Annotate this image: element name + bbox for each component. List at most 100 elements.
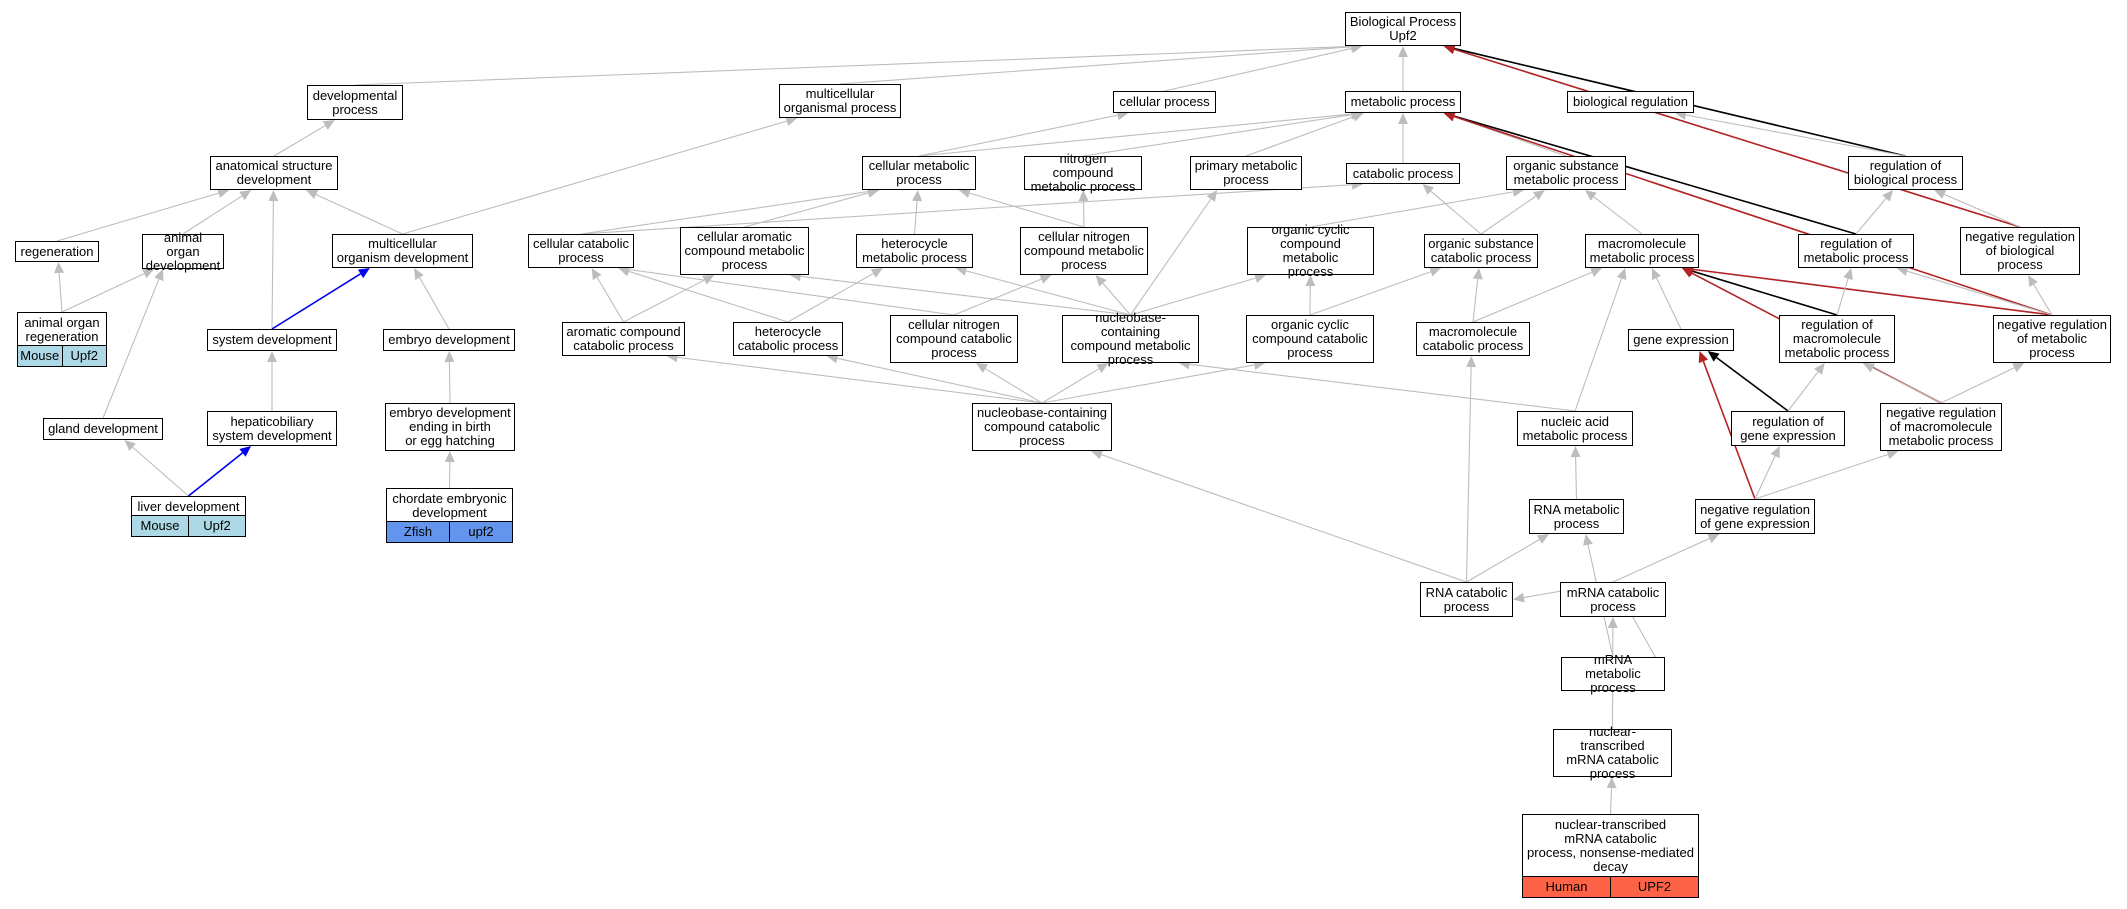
edge-aor-to-aod (61, 273, 145, 313)
edge-cnccp-to-ccp (628, 268, 955, 316)
go-term-node-hmp[interactable]: heterocycle metabolic process (856, 234, 973, 268)
edge-arrowhead-cacmp-to-cmp (867, 188, 880, 198)
go-term-node-hsd[interactable]: hepaticobiliary system development (207, 411, 337, 446)
go-term-node-oscp[interactable]: organic substance catabolic process (1424, 234, 1538, 268)
go-term-node-nrge[interactable]: negative regulation of gene expression (1695, 499, 1815, 534)
edge-hcp-to-ccp (628, 270, 789, 323)
go-term-node-pmp[interactable]: primary metabolic process (1190, 156, 1302, 190)
edge-ccp-to-catp (580, 184, 1353, 235)
go-term-node-edeb[interactable]: embryo development ending in birth or eg… (385, 403, 515, 451)
go-term-node-rmmp[interactable]: regulation of macromolecule metabolic pr… (1779, 315, 1895, 363)
go-term-node-cncmp[interactable]: cellular nitrogen compound metabolic pro… (1020, 227, 1148, 275)
go-term-node-nbccp[interactable]: nucleobase-containing compound catabolic… (972, 403, 1112, 451)
go-term-node-mrnacp[interactable]: mRNA catabolic process (1560, 582, 1666, 617)
edge-arrowhead-aor-to-regen (54, 262, 65, 274)
go-term-node-rge[interactable]: regulation of gene expression (1731, 411, 1845, 446)
go-term-node-aor[interactable]: animal organ regeneration (17, 312, 107, 347)
go-term-node-rbp[interactable]: regulation of biological process (1848, 156, 1963, 190)
go-term-node-dev[interactable]: developmental process (307, 85, 403, 120)
go-term-node-mcp[interactable]: macromolecule catabolic process (1416, 322, 1530, 356)
edge-aod-to-asd (182, 195, 243, 235)
go-term-node-ced[interactable]: chordate embryonic development (386, 488, 513, 523)
edge-pmp-to-mp (1245, 116, 1354, 157)
go-term-node-cnccp[interactable]: cellular nitrogen compound catabolic pro… (890, 315, 1018, 363)
go-term-node-rmp[interactable]: regulation of metabolic process (1798, 234, 1914, 268)
go-term-node-occcp[interactable]: organic cyclic compound catabolic proces… (1246, 315, 1374, 363)
edge-nrmp-to-mp (1453, 115, 2053, 316)
go-term-node-nbcmp[interactable]: nucleobase-containing compound metabolic… (1062, 311, 1199, 367)
edge-arrowhead-aod-to-asd (239, 190, 252, 201)
edge-dev-to-bp (354, 45, 1352, 86)
annotation-species: Mouse (20, 348, 60, 364)
edge-nbccp-to-occcp (1041, 364, 1255, 404)
edge-rmp-to-mp (1453, 115, 1857, 235)
edge-rmp-to-rbp (1855, 198, 1887, 235)
go-term-node-nrmmp[interactable]: negative regulation of macromolecule met… (1880, 403, 2002, 451)
go-term-node-ccp[interactable]: cellular catabolic process (528, 234, 634, 268)
edge-cnccp-to-cncmp (953, 278, 1042, 316)
go-term-node-ge[interactable]: gene expression (1628, 329, 1734, 351)
edge-nrmp-to-rmp (1906, 270, 2053, 316)
edge-arrowhead-cnccp-to-cncmp (1039, 274, 1052, 284)
go-term-node-catp[interactable]: catabolic process (1346, 163, 1460, 184)
go-term-node-cp[interactable]: cellular process (1113, 91, 1216, 113)
go-term-node-ed[interactable]: embryo development (383, 329, 515, 351)
edge-arrowhead-nrmp-to-nrbp (2028, 275, 2038, 287)
go-term-node-nmd[interactable]: nuclear-transcribed mRNA catabolic proce… (1522, 814, 1699, 878)
go-term-node-nrbp[interactable]: negative regulation of biological proces… (1960, 227, 2080, 275)
edge-arrowhead-regen-to-asd (217, 188, 230, 198)
go-term-node-nrmp[interactable]: negative regulation of metabolic process (1993, 315, 2111, 363)
edge-arrowhead-namp-to-mmp (1616, 268, 1627, 280)
go-term-node-namp[interactable]: nucleic acid metabolic process (1517, 411, 1633, 446)
edge-hcp-to-hmp (787, 272, 874, 323)
go-term-node-occmp[interactable]: organic cyclic compound metabolic proces… (1247, 223, 1374, 279)
edge-nmd-to-ntmcp (1609, 787, 1613, 815)
go-term-node-mod[interactable]: multicellular organism development (332, 234, 473, 268)
go-term-node-ncmp[interactable]: nitrogen compound metabolic process (1024, 152, 1142, 194)
go-term-node-osmp[interactable]: organic substance metabolic process (1506, 156, 1626, 190)
go-term-node-gd[interactable]: gland development (43, 418, 163, 440)
go-term-node-mmp[interactable]: macromolecule metabolic process (1585, 234, 1699, 268)
edge-nbccp-to-nbcmp (1041, 368, 1100, 404)
go-term-node-regen[interactable]: regeneration (15, 241, 99, 262)
go-term-node-accp[interactable]: aromatic compound catabolic process (562, 322, 685, 356)
edge-arrowhead-mrnacp-to-nrge (1707, 534, 1720, 544)
edge-arrowhead-gd-to-aod (154, 269, 164, 282)
go-term-node-bp[interactable]: Biological Process Upf2 (1345, 12, 1461, 46)
edge-arrowhead-cp-to-bp (1350, 43, 1363, 54)
go-term-node-breg[interactable]: biological regulation (1567, 91, 1694, 113)
edge-cncmp-to-ncmp (1082, 200, 1085, 228)
edge-sd-to-asd (271, 200, 274, 330)
edge-ld-to-gd (132, 446, 189, 497)
go-term-node-asd[interactable]: anatomical structure development (210, 156, 338, 190)
edge-arrowhead-mod-to-asd (306, 190, 319, 200)
edge-rnacp-to-nbccp (1101, 454, 1467, 583)
edge-nrge-to-nrmmp (1754, 453, 1889, 500)
go-term-node-mrnamp[interactable]: mRNA metabolic process (1561, 653, 1665, 695)
edge-arrowhead-rge-to-ge (1707, 351, 1720, 362)
go-term-node-aod[interactable]: animal organ development (142, 230, 224, 272)
edge-arrowhead-cncmp-to-cmp (958, 188, 971, 198)
go-term-node-rnamp[interactable]: RNA metabolic process (1529, 499, 1624, 534)
go-term-node-hcp[interactable]: heterocycle catabolic process (733, 322, 843, 356)
edge-occcp-to-oscp (1309, 271, 1431, 316)
go-term-node-mop[interactable]: multicellular organismal process (779, 84, 901, 118)
edge-arrowhead-mp-to-bp (1398, 46, 1408, 57)
go-term-node-ntmcp[interactable]: nuclear-transcribed mRNA catabolic proce… (1553, 725, 1672, 781)
edge-cmp-to-mp (918, 113, 1352, 157)
annotation-gene: Upf2 (61, 346, 107, 367)
edge-nrmp-to-nrbp (2033, 284, 2053, 316)
edge-rbp-to-breg (1685, 114, 1906, 157)
go-term-node-sd[interactable]: system development (207, 329, 337, 351)
go-term-node-ld[interactable]: liver development (131, 496, 246, 517)
annotation-species: Human (1545, 879, 1588, 895)
edge-arrowhead-nbccp-to-nbcmp (1096, 363, 1109, 373)
go-term-node-mp[interactable]: metabolic process (1345, 91, 1461, 113)
go-term-node-cacmp[interactable]: cellular aromatic compound metabolic pro… (680, 227, 809, 275)
go-term-node-rnacp[interactable]: RNA catabolic process (1420, 582, 1513, 617)
edge-ld-to-hsd (188, 452, 244, 497)
edge-arrowhead-rmmp-to-rmp (1843, 268, 1853, 280)
edge-nbccp-to-accp (677, 356, 1043, 404)
go-term-node-cmp[interactable]: cellular metabolic process (862, 156, 976, 190)
